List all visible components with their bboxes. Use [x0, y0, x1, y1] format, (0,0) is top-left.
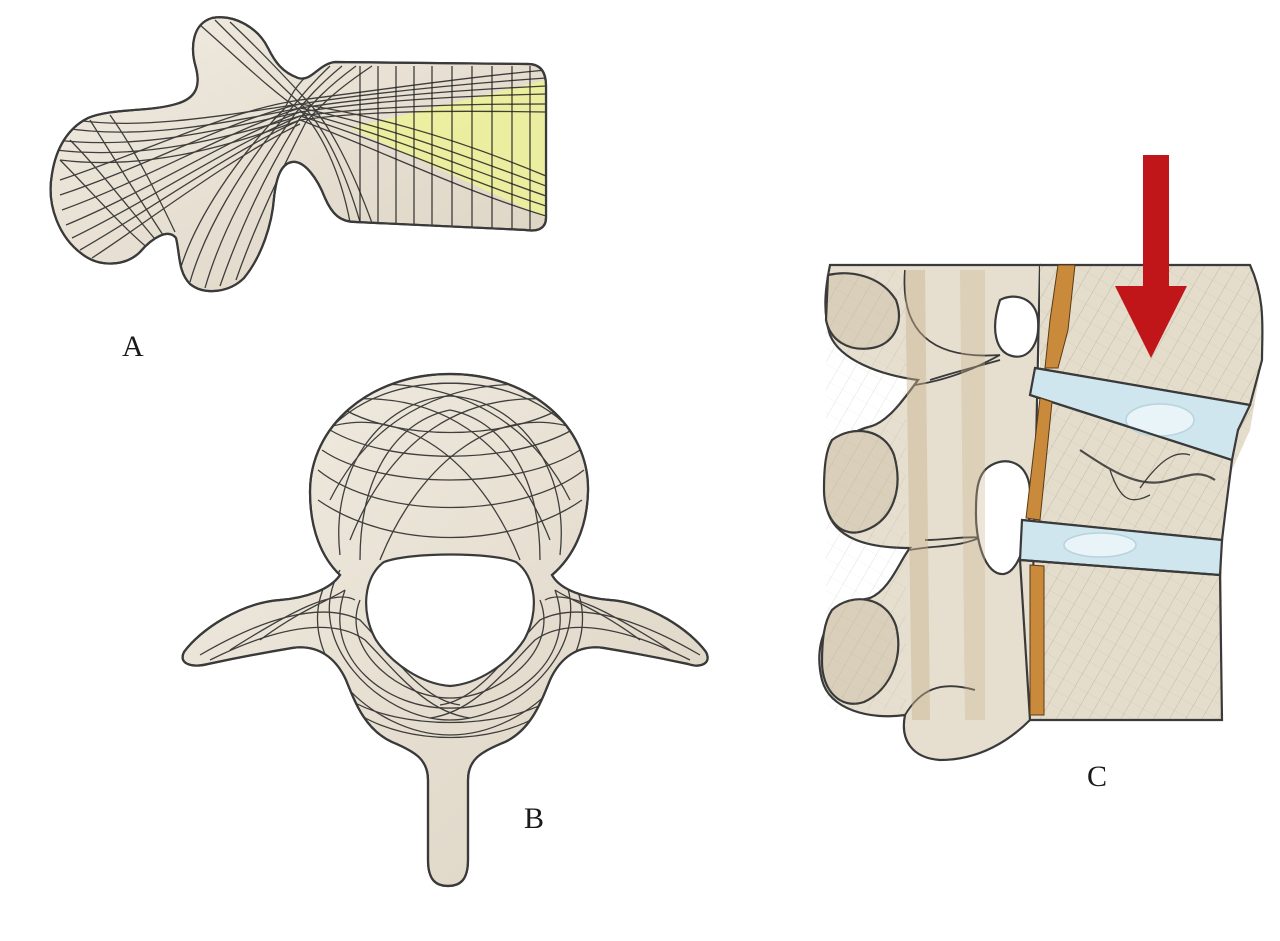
panel-label-c: C [1087, 760, 1108, 793]
spine-segment-fracture [818, 155, 1264, 762]
panel-label-b: B [524, 802, 545, 835]
vertebra-lateral-view [49, 16, 548, 293]
vertebral-canal [365, 553, 535, 688]
panel-label-a: A [122, 330, 144, 363]
fracture-lines [1079, 449, 1216, 501]
vertebra-axial-view [181, 372, 709, 888]
compression-arrow [1115, 155, 1187, 358]
weak-zone-triangle [350, 80, 546, 218]
